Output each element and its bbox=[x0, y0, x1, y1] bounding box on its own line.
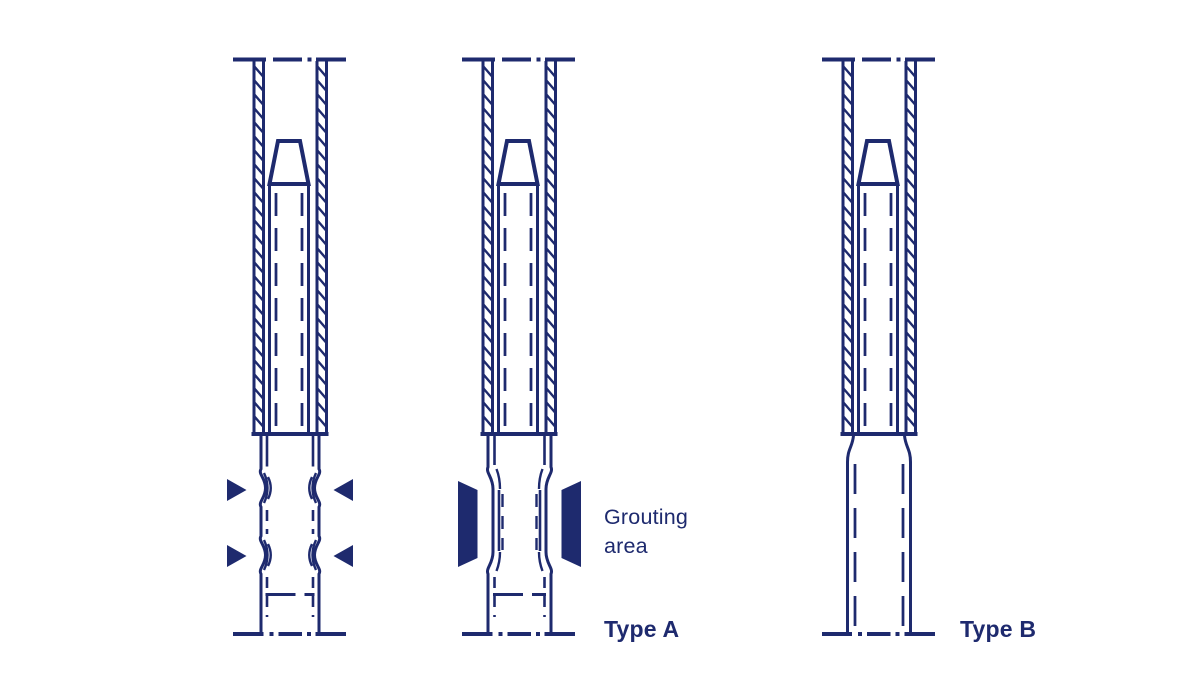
column-outer-wall-left bbox=[846, 435, 855, 633]
column-inner-dashed-lines bbox=[853, 464, 905, 631]
casing-and-rod bbox=[820, 57, 937, 436]
grouting-area-label-line2: area bbox=[604, 533, 648, 558]
sleeve-hidden-dashed-lines bbox=[501, 494, 538, 550]
shaft-inner-wall-dashed bbox=[265, 510, 315, 617]
shaft-outer-wall-right bbox=[312, 435, 322, 633]
type-a-label: Type A bbox=[604, 616, 680, 642]
shaft-outer-wall-right bbox=[544, 435, 553, 633]
shaft-inner-wall-solid bbox=[265, 435, 315, 467]
column-outer-wall-right bbox=[903, 435, 912, 633]
diagram-type-a bbox=[458, 57, 581, 636]
shaft-inner-wall-dashed bbox=[493, 577, 546, 617]
grout-injection-arrows bbox=[227, 479, 353, 567]
bulge-wave-arcs bbox=[262, 472, 318, 571]
grouting-area-label: Grouting area bbox=[604, 503, 688, 560]
diagram-sleeve-pipe-two-bulges bbox=[227, 57, 353, 636]
shaft-outer-wall-left bbox=[258, 435, 268, 633]
grouting-area-label-line1: Grouting bbox=[604, 505, 689, 529]
casing-and-rod bbox=[460, 57, 577, 436]
grouting-area-blocks bbox=[458, 481, 581, 567]
sleeve-transition-arcs bbox=[495, 468, 544, 572]
shaft-outer-wall-left bbox=[486, 435, 495, 633]
shaft-inner-wall-solid bbox=[493, 435, 546, 551]
diagram-type-b bbox=[820, 57, 937, 636]
type-b-label: Type B bbox=[960, 616, 1037, 642]
casing-and-rod bbox=[231, 57, 348, 436]
